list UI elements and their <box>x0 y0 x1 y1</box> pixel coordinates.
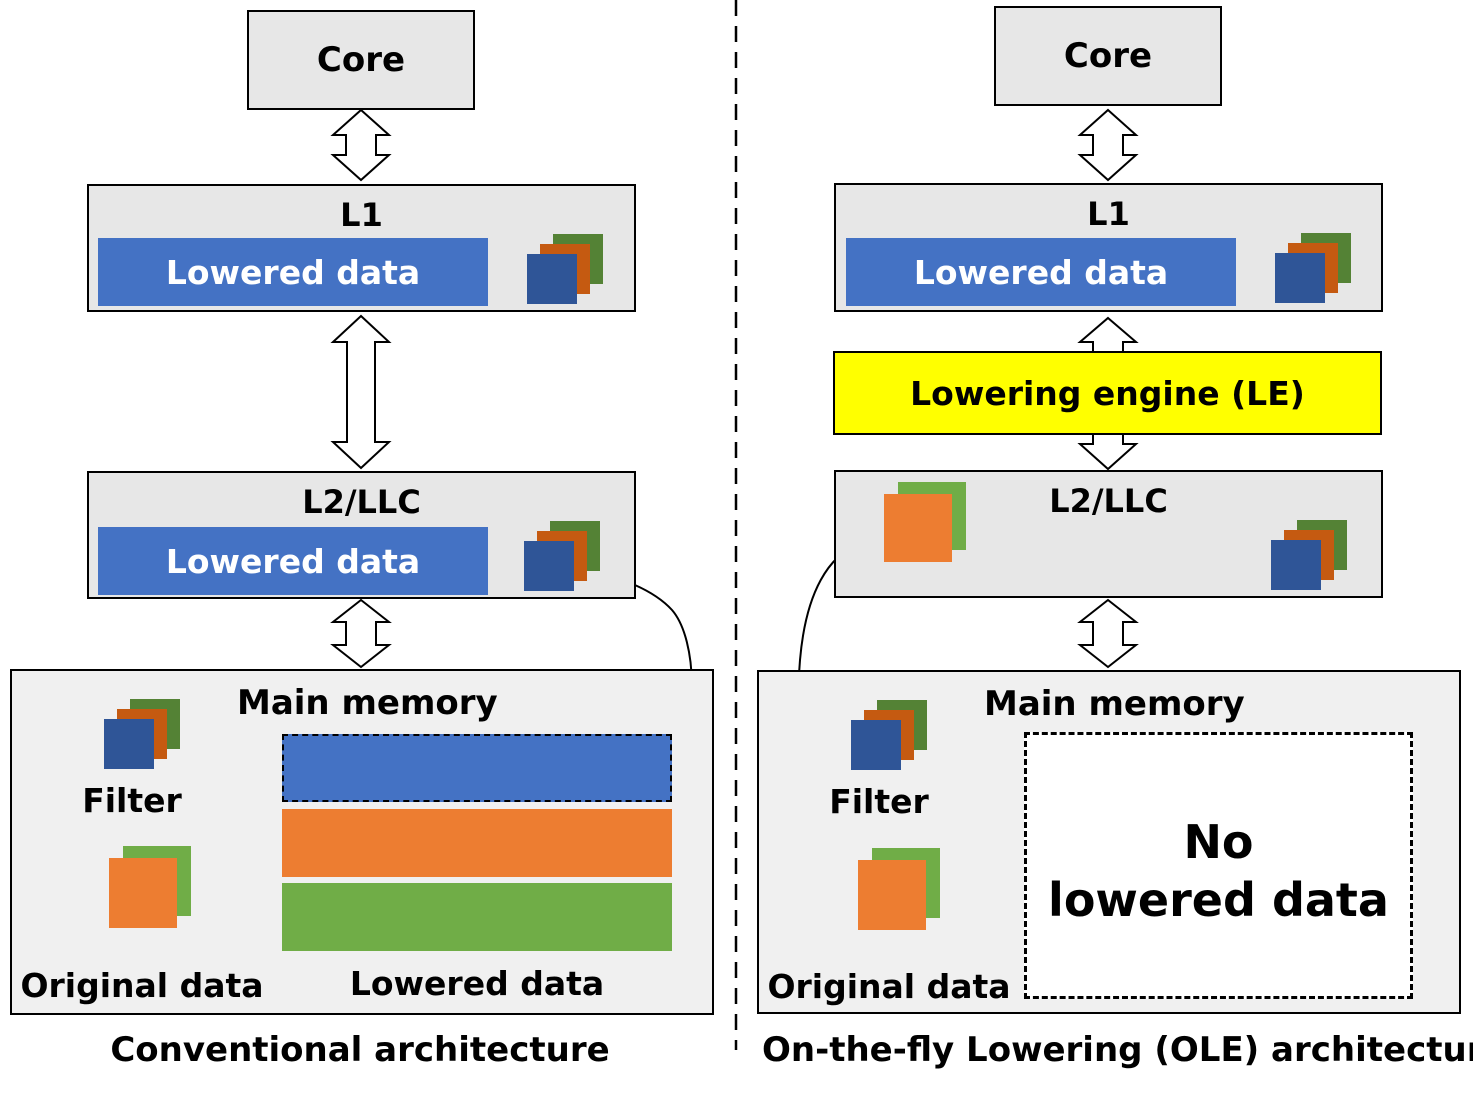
no-lowered-data-region: No lowered data <box>1024 732 1413 999</box>
l1-label: L1 <box>1087 195 1130 233</box>
arrow-l2-mem-left <box>330 598 392 669</box>
l2-box-right: L2/LLC <box>834 470 1383 598</box>
lowering-engine-box: Lowering engine (LE) <box>833 351 1382 435</box>
lowered-data-orange-block <box>282 809 672 877</box>
l1-box-left: L1 Lowered data <box>87 184 636 312</box>
caption-ole: On-the-fly Lowering (OLE) architecture <box>762 1030 1473 1070</box>
l2-box-left: L2/LLC Lowered data <box>87 471 636 599</box>
original-data-stack-icon <box>872 482 967 564</box>
core-label: Core <box>1063 36 1153 76</box>
filter-stack-icon <box>104 699 184 771</box>
core-box-left: Core <box>247 10 475 110</box>
main-memory-label: Main memory <box>237 683 498 723</box>
l2-label: L2/LLC <box>1049 482 1168 520</box>
main-memory-label: Main memory <box>984 684 1245 724</box>
lowered-data-label: Lowered data <box>349 964 605 1003</box>
no-lowered-line2: lowered data <box>1048 873 1389 927</box>
main-memory-box-left: Main memory Filter Original data Lowered… <box>10 669 714 1015</box>
arrow-core-l1-right <box>1077 108 1139 182</box>
arrow-l1-l2-left <box>330 314 392 470</box>
lowered-data-bar: Lowered data <box>846 238 1236 306</box>
arrow-l1-le-right <box>1077 316 1139 353</box>
lowered-data-bar: Lowered data <box>98 238 488 306</box>
lowered-data-green-block <box>282 883 672 951</box>
original-data-label: Original data <box>20 966 264 1005</box>
l2-label: L2/LLC <box>302 483 421 521</box>
arrow-core-l1-left <box>330 108 392 182</box>
filter-stack-icon <box>527 234 607 306</box>
lowered-data-blue-block <box>282 734 672 802</box>
core-label: Core <box>316 40 406 80</box>
lowered-data-bar: Lowered data <box>98 527 488 595</box>
caption-conventional: Conventional architecture <box>110 1030 610 1070</box>
filter-label: Filter <box>829 782 929 821</box>
core-box-right: Core <box>994 6 1222 106</box>
original-data-label: Original data <box>767 967 1011 1006</box>
original-data-stack-icon <box>109 846 194 928</box>
no-lowered-line1: No <box>1183 815 1254 869</box>
lowering-engine-label: Lowering engine (LE) <box>910 373 1305 413</box>
arrow-le-l2-right <box>1077 433 1139 471</box>
arrow-l2-mem-right <box>1077 598 1139 669</box>
filter-stack-icon <box>851 700 931 772</box>
main-memory-box-right: Main memory Filter Original data No lowe… <box>757 670 1461 1014</box>
filter-label: Filter <box>82 781 182 820</box>
filter-stack-icon <box>524 521 604 593</box>
l1-box-right: L1 Lowered data <box>834 183 1383 312</box>
filter-stack-icon <box>1271 520 1351 592</box>
l1-label: L1 <box>340 196 383 234</box>
filter-stack-icon <box>1275 233 1355 305</box>
original-data-stack-icon <box>852 848 942 930</box>
